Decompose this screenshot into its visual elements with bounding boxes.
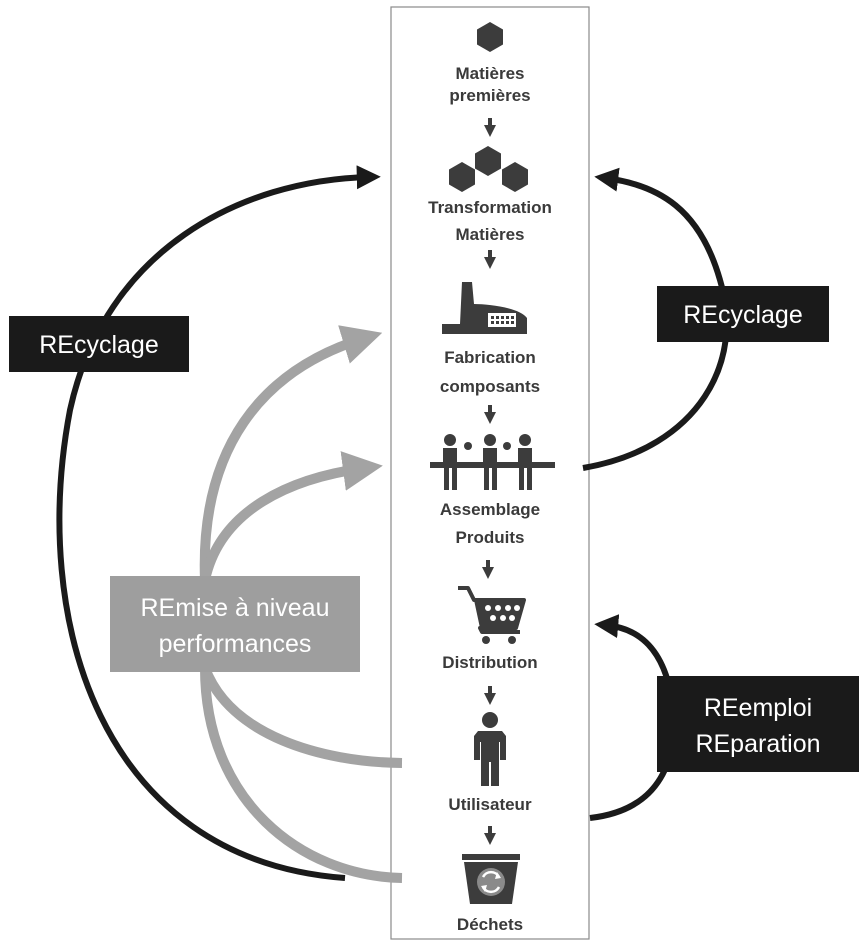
stage-label-line1: Fabrication [444,348,536,367]
reuse-box: REemploi REparation [657,676,859,772]
hexagon-icon [477,22,503,52]
upgrade-box: REmise à niveau performances [110,576,360,672]
stage-label-line2: Matières [456,225,525,244]
stage-label-line1: Transformation [428,198,552,217]
recycling-right-box: REcyclage [657,286,829,342]
stage-label-line1: Matières [456,64,525,83]
shopping-cart-icon [458,586,526,644]
person-icon [474,712,506,786]
upgrade-arrow-to-fabrication [199,325,383,581]
stage-label-line2: premières [449,86,530,105]
stage-assemblage-produits: Assemblage Produits [430,434,555,547]
stage-label-line1: Déchets [457,915,523,934]
reuse-label-line2: REparation [695,730,820,758]
stage-label-line1: Assemblage [440,500,540,519]
recycling-bin-icon [462,854,520,904]
recycling-left-box: REcyclage [9,316,189,372]
stage-utilisateur: Utilisateur [448,712,532,814]
stage-matieres-premieres: Matières premières [449,22,531,105]
stage-distribution: Distribution [442,586,538,672]
upgrade-arrow-to-assemblage [200,451,383,582]
reuse-label-line1: REemploi [704,694,812,722]
upgrade-line-from-utilisateur [200,666,403,768]
workers-icon [430,434,555,490]
upgrade-line-from-dechets [200,667,403,883]
stage-label-line2: Produits [456,528,525,547]
stage-dechets: Déchets [457,854,523,934]
stage-label-line1: Distribution [442,653,537,672]
recycling-left-arrow [56,165,381,881]
upgrade-arrows [199,325,403,883]
stage-fabrication-composants: Fabrication composants [440,282,540,396]
stage-transformation-matieres: Transformation Matières [428,146,552,244]
recycling-right-label: REcyclage [683,301,803,329]
upgrade-label-line2: performances [159,630,312,658]
factory-icon [442,282,527,334]
hexagons-icon [449,146,528,192]
stage-label-line2: composants [440,377,540,396]
stage-label-line1: Utilisateur [448,795,532,814]
upgrade-label-line1: REmise à niveau [141,594,330,622]
recycling-left-label: REcyclage [39,331,159,359]
